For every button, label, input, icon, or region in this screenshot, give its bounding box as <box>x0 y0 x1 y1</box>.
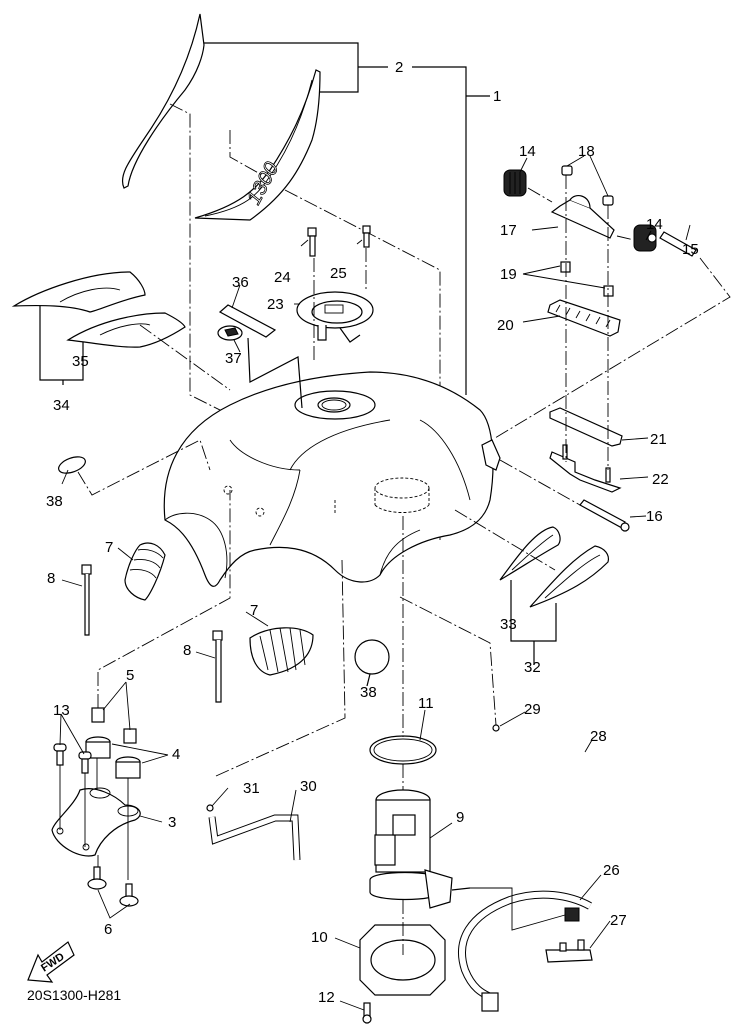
callout-23[interactable]: 23 <box>267 296 284 313</box>
callout-9[interactable]: 9 <box>456 809 464 826</box>
callout-15[interactable]: 15 <box>682 241 699 258</box>
callout-21[interactable]: 21 <box>650 431 667 448</box>
bolt-24 <box>307 227 317 257</box>
callout-32[interactable]: 32 <box>524 659 541 676</box>
clip-27 <box>545 939 593 963</box>
drawing-code: 20S1300-H281 <box>27 987 121 1003</box>
callout-16[interactable]: 16 <box>646 508 663 525</box>
bolt-16 <box>579 499 630 532</box>
knee-pad-32 <box>529 545 610 608</box>
callout-8-upper[interactable]: 8 <box>47 570 55 587</box>
callout-5[interactable]: 5 <box>126 667 134 684</box>
bracket-17 <box>550 194 615 239</box>
callout-33[interactable]: 33 <box>500 616 517 633</box>
callout-29[interactable]: 29 <box>524 701 541 718</box>
callout-1[interactable]: 1 <box>493 88 501 105</box>
callout-14-right[interactable]: 14 <box>646 216 663 233</box>
plug-38-lower <box>354 639 390 675</box>
callout-37[interactable]: 37 <box>225 350 242 367</box>
callout-2[interactable]: 2 <box>395 59 403 76</box>
leader-34-35 <box>39 306 84 385</box>
callout-7-lower[interactable]: 7 <box>250 602 258 619</box>
decal-left-swoosh <box>121 13 205 189</box>
hose-28 <box>498 747 602 800</box>
bracket-22 <box>549 444 622 493</box>
bolt-13 <box>53 743 92 774</box>
collar-15 <box>659 231 697 257</box>
forward-direction-arrow: FWD <box>27 941 75 983</box>
damper-4 <box>85 736 141 779</box>
callout-28[interactable]: 28 <box>590 728 607 745</box>
leader-lines <box>59 155 691 1011</box>
callout-19[interactable]: 19 <box>500 266 517 283</box>
fuel-pump-9 <box>369 789 471 909</box>
callout-25[interactable]: 25 <box>330 265 347 282</box>
callout-3[interactable]: 3 <box>168 814 176 831</box>
label-37 <box>217 325 243 341</box>
bolt-12 <box>362 1002 372 1024</box>
cable-tie-8-lower <box>212 630 223 703</box>
bolt-25 <box>362 225 371 248</box>
callout-10[interactable]: 10 <box>311 929 328 946</box>
callout-14-left[interactable]: 14 <box>519 143 536 160</box>
bracket-3 <box>51 787 141 857</box>
decal-emblem-1300: 1300 <box>194 69 321 221</box>
fuel-cap-assembly <box>296 291 374 343</box>
callout-35[interactable]: 35 <box>72 353 89 370</box>
callout-24[interactable]: 24 <box>274 269 291 286</box>
callout-30[interactable]: 30 <box>300 778 317 795</box>
callout-13[interactable]: 13 <box>53 702 70 719</box>
callout-31[interactable]: 31 <box>243 780 260 797</box>
callout-26[interactable]: 26 <box>603 862 620 879</box>
callout-11[interactable]: 11 <box>418 695 434 712</box>
callout-18[interactable]: 18 <box>578 143 595 160</box>
callout-labels: 1 2 3 4 5 6 7 7 8 8 9 10 11 12 13 14 14 … <box>46 59 699 1006</box>
callout-36[interactable]: 36 <box>232 274 249 291</box>
side-cover-35 <box>11 271 146 313</box>
leader-2 <box>204 42 467 395</box>
hose-clip-31 <box>206 804 214 812</box>
wire-harness-26 <box>458 890 592 1012</box>
bolt-6 <box>87 866 139 907</box>
fuel-tank <box>163 371 501 587</box>
callout-38-upper[interactable]: 38 <box>46 493 63 510</box>
gasket-11 <box>369 735 437 765</box>
hose-30 <box>208 814 301 861</box>
callout-20[interactable]: 20 <box>497 317 514 334</box>
callout-22[interactable]: 22 <box>652 471 669 488</box>
knee-pad-33 <box>499 526 561 581</box>
cable-guide-7-upper <box>124 542 166 601</box>
nut-18 <box>561 165 614 206</box>
cable-tie-8-upper <box>81 564 92 636</box>
callout-8-lower[interactable]: 8 <box>183 642 191 659</box>
callout-12[interactable]: 12 <box>318 989 335 1006</box>
plate-21 <box>549 407 623 447</box>
callout-17[interactable]: 17 <box>500 222 517 239</box>
callout-34[interactable]: 34 <box>53 397 70 414</box>
collar-19 <box>560 261 614 297</box>
leader-32-33 <box>510 580 557 665</box>
side-cover-34 <box>66 312 186 348</box>
cable-guide-7-lower <box>249 627 314 676</box>
callout-38-lower[interactable]: 38 <box>360 684 377 701</box>
callout-4[interactable]: 4 <box>172 746 180 763</box>
hose-clip-29 <box>492 724 500 732</box>
damper-14-left <box>503 169 527 197</box>
callout-6[interactable]: 6 <box>104 921 112 938</box>
callout-7-upper[interactable]: 7 <box>105 539 113 556</box>
warning-label-36 <box>218 304 277 338</box>
callout-27[interactable]: 27 <box>610 912 627 929</box>
damper-20 <box>547 299 621 337</box>
pump-plate-10 <box>359 924 446 996</box>
plug-38-upper <box>58 456 86 474</box>
